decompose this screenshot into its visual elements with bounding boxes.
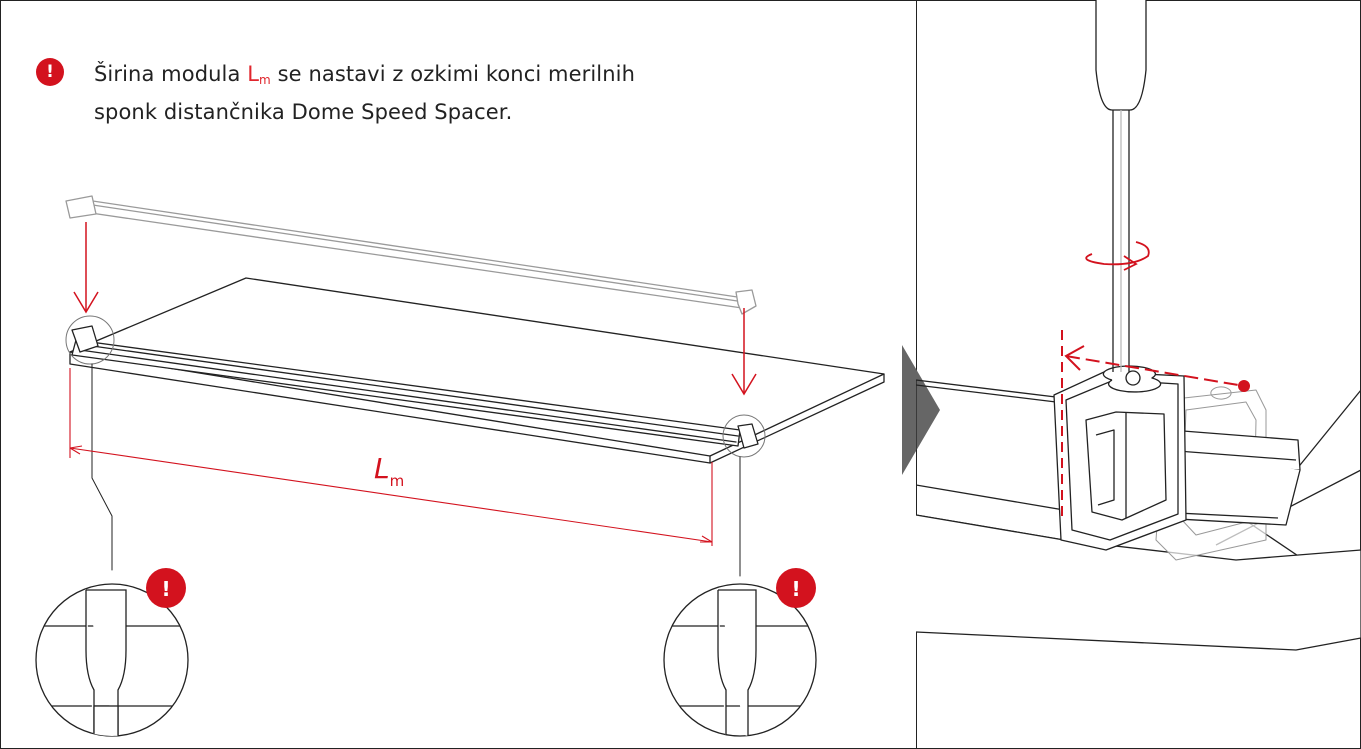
instruction-note: Širina modula Lm se nastavi z ozkimi kon… [94,58,754,128]
left-detail-warning-icon: ! [146,568,186,608]
rotate-arrow-icon [1085,241,1150,271]
note-text-line2: sponk distančnika Dome Speed Spacer. [94,100,513,124]
svg-text:!: ! [791,577,800,601]
spacer-bar [65,195,757,315]
spacer-front [1053,365,1187,551]
note-text-start: Širina modula [94,62,248,86]
step-arrow-icon [902,345,940,475]
measurement-marker [1061,330,1250,520]
right-detail-warning-icon: ! [776,568,816,608]
left-clip-highlight [65,315,115,365]
screwdriver-icon [1095,0,1147,372]
board [69,277,885,464]
warning-icon: ! [36,58,64,86]
note-text-end: se nastavi z ozkimi konci merilnih [270,62,635,86]
right-illustration [916,0,1361,651]
right-clip-highlight [722,414,766,458]
left-illustration: Lm ! ! [35,195,885,737]
dimension-line [69,368,713,546]
dimension-label: Lm [374,452,404,490]
right-detail-magnifier [663,583,817,737]
down-arrow-icon [73,222,757,396]
module-width-symbol: Lm [247,62,271,87]
left-detail-magnifier [35,583,189,737]
svg-text:!: ! [161,577,170,601]
